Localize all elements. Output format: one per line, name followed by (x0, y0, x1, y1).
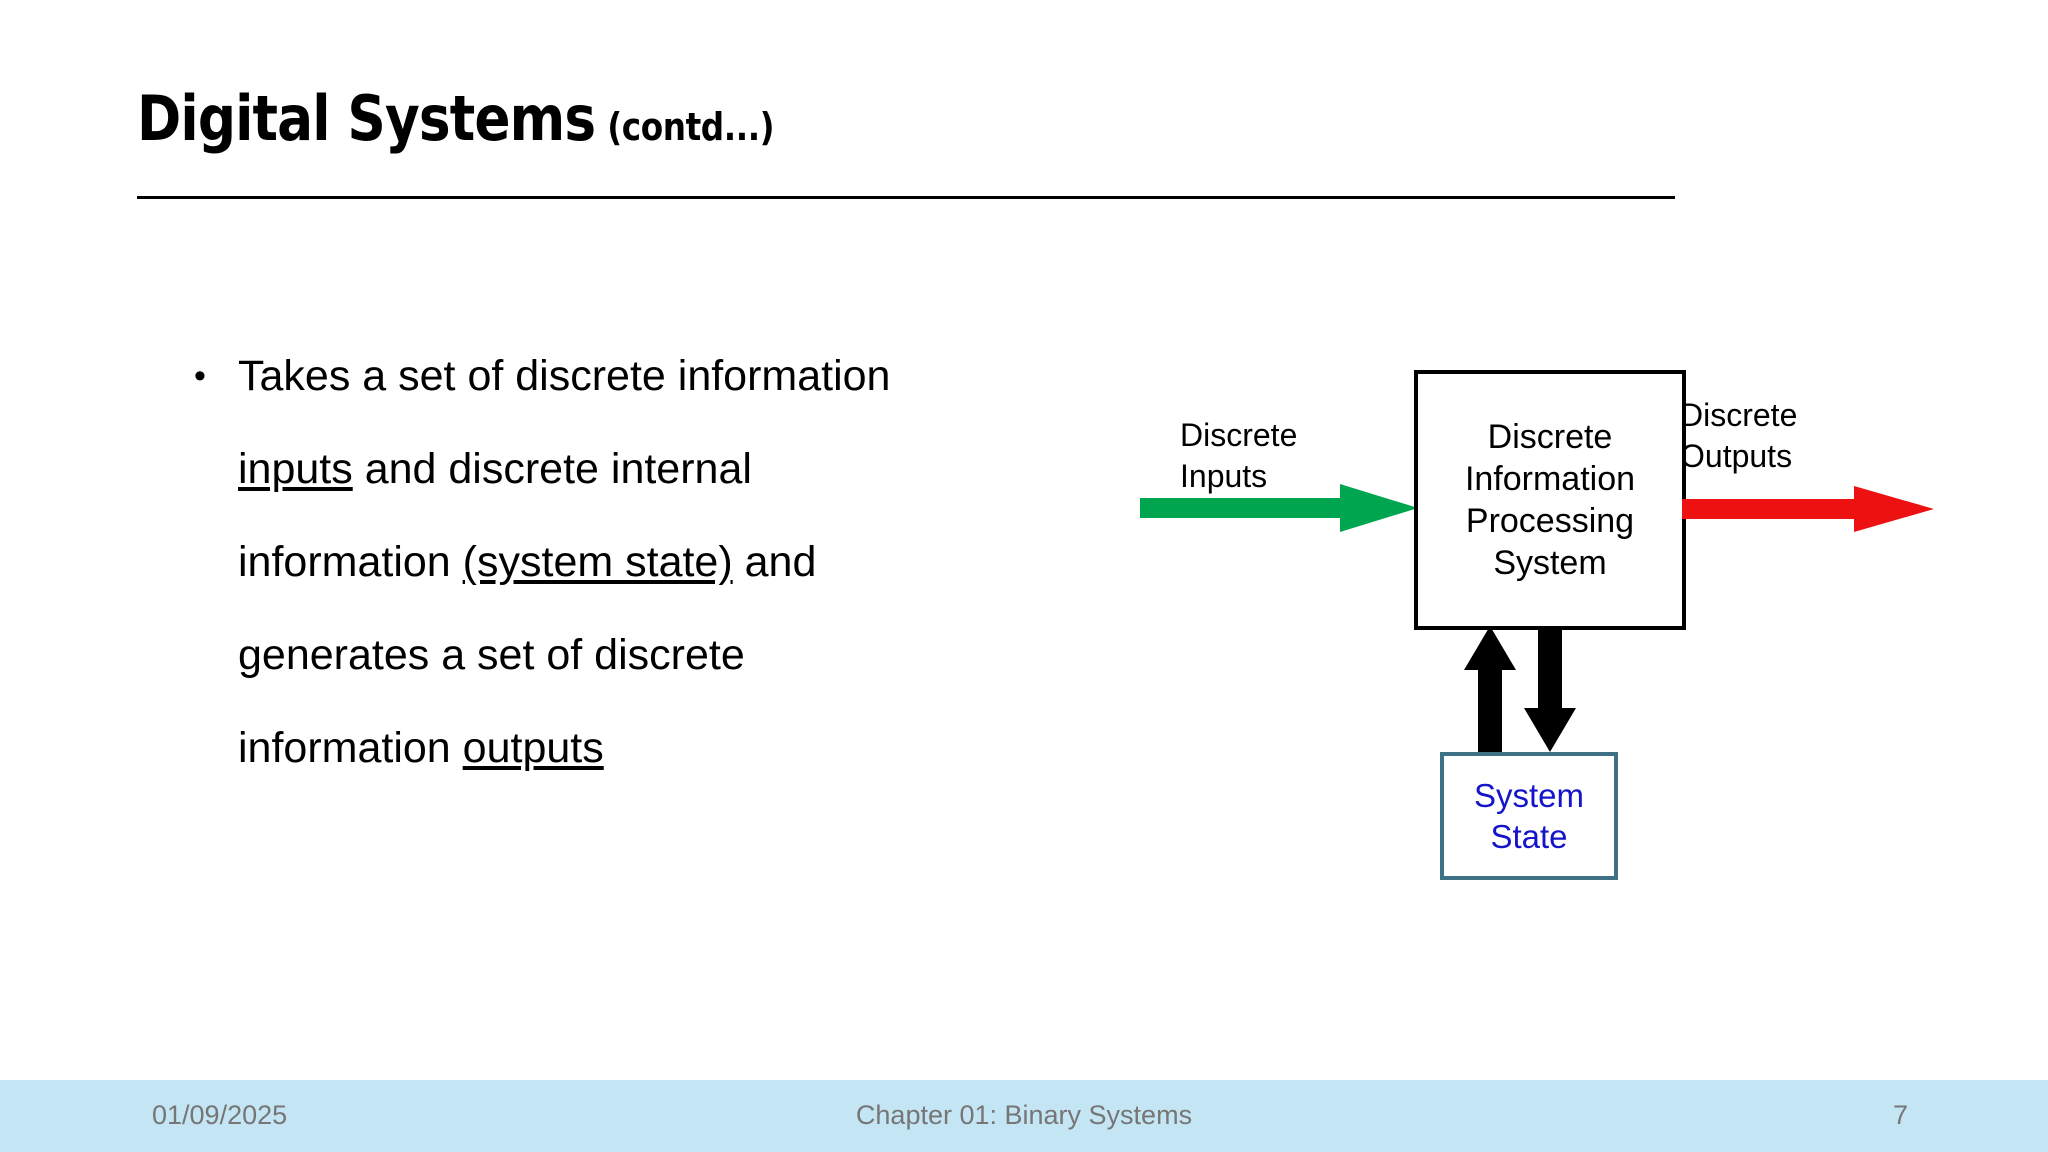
bullet-marker: • (194, 357, 206, 395)
page-title: Digital Systems(contd...) (137, 88, 1461, 150)
state-exchange-arrows-icon (1464, 626, 1576, 752)
page-title-main: Digital Systems (137, 82, 596, 155)
discrete-outputs-label: Discrete Outputs (1680, 397, 1798, 474)
footer-page-number: 7 (1892, 1100, 1908, 1130)
discrete-inputs-label: Discrete Inputs (1180, 417, 1298, 494)
underlined-inputs: inputs (238, 445, 353, 493)
bullet-text: Takes a set of discrete information inpu… (238, 352, 891, 772)
output-arrow-icon (1682, 486, 1934, 532)
footer-date: 01/09/2025 (152, 1100, 288, 1130)
slide-footer: 01/09/2025 Chapter 01: Binary Systems 7 (0, 1080, 2048, 1152)
title-divider (137, 196, 1675, 199)
underlined-outputs: outputs (462, 724, 604, 772)
input-arrow-icon (1140, 484, 1418, 532)
system-state-box: System State (1440, 752, 1618, 880)
underlined-system-state: (system state) (462, 538, 733, 586)
list-item: • Takes a set of discrete information in… (190, 330, 910, 795)
system-state-label: System State (1473, 777, 1585, 855)
system-block-diagram: Discrete Inputs Discrete Outputs Discret… (1130, 340, 1934, 900)
footer-chapter-title: Chapter 01: Binary Systems (855, 1100, 1193, 1130)
title-block: Digital Systems(contd...) (137, 88, 1677, 150)
discrete-information-processing-system-box: Discrete Information Processing System (1414, 370, 1686, 630)
page-title-suffix: (contd...) (607, 105, 775, 149)
processing-box-label: Discrete Information Processing System (1464, 418, 1636, 582)
body-content: • Takes a set of discrete information in… (190, 330, 910, 795)
